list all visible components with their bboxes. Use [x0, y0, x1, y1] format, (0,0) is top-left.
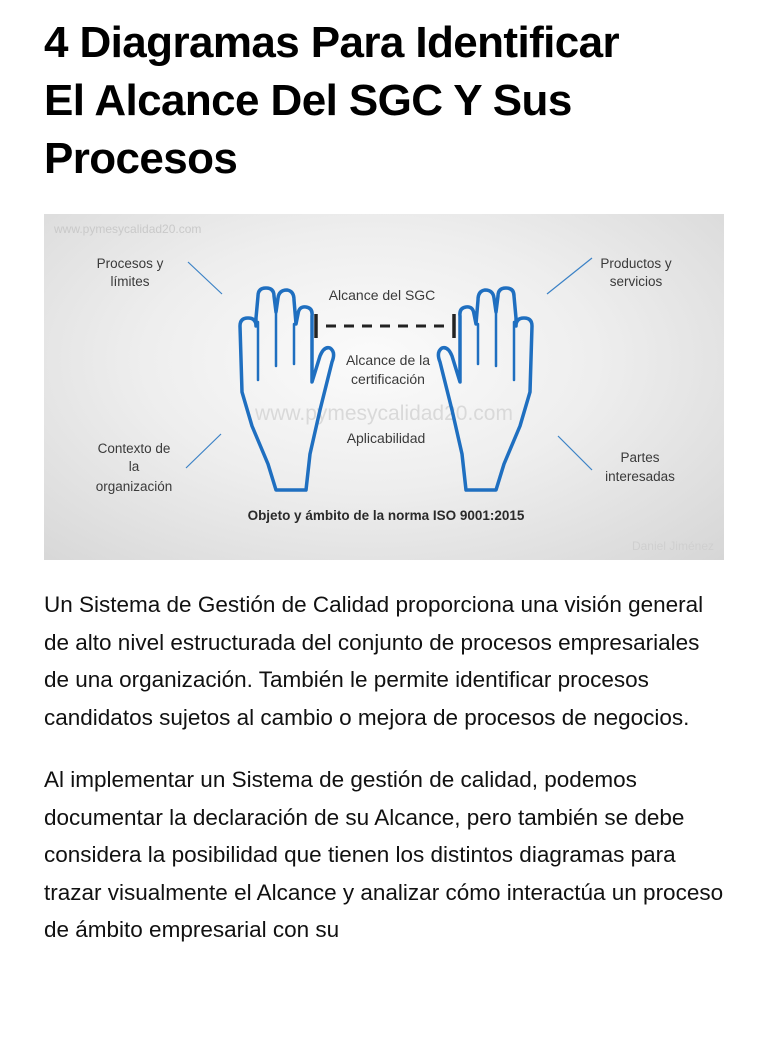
label-products-services: servicios [610, 274, 663, 289]
label-processes-limits: límites [110, 274, 149, 289]
scope-diagram-image: www.pymesycalidad20.com www.pymesycalida… [44, 214, 724, 560]
watermark-center: www.pymesycalidad20.com [254, 402, 513, 425]
label-context: organización [96, 479, 173, 494]
article-title: 4 Diagramas Para Identificar El Alcance … [44, 14, 724, 188]
connector-line [185, 433, 222, 469]
author-watermark: Daniel Jiménez [632, 539, 714, 553]
label-products-services: Productos y [600, 256, 672, 271]
watermark-top: www.pymesycalidad20.com [53, 222, 201, 236]
paragraph-1: Un Sistema de Gestión de Calidad proporc… [44, 592, 704, 730]
title-line: El Alcance Del SGC Y Sus [44, 76, 572, 125]
label-context: Contexto de [98, 441, 171, 456]
scope-qms-label: Alcance del SGC [329, 287, 436, 303]
label-stakeholders: Partes [620, 450, 659, 465]
certification-scope-label: certificación [351, 371, 425, 387]
applicability-label: Aplicabilidad [347, 430, 426, 446]
left-hand-icon [238, 286, 336, 492]
connector-line [187, 261, 223, 295]
connector-line [557, 435, 593, 471]
certification-scope-label: Alcance de la [346, 352, 430, 368]
title-line: 4 Diagramas Para Identificar [44, 18, 620, 67]
paragraph-2: Al implementar un Sistema de gestión de … [44, 767, 724, 942]
scope-diagram: www.pymesycalidad20.com www.pymesycalida… [53, 222, 714, 553]
diagram-caption: Objeto y ámbito de la norma ISO 9001:201… [248, 508, 525, 523]
label-context: la [129, 459, 140, 474]
right-hand-icon [436, 286, 534, 492]
label-stakeholders: interesadas [605, 469, 675, 484]
article: 4 Diagramas Para Identificar El Alcance … [0, 14, 768, 949]
label-processes-limits: Procesos y [97, 256, 164, 271]
title-line: Procesos [44, 134, 238, 183]
connector-line [546, 257, 593, 295]
